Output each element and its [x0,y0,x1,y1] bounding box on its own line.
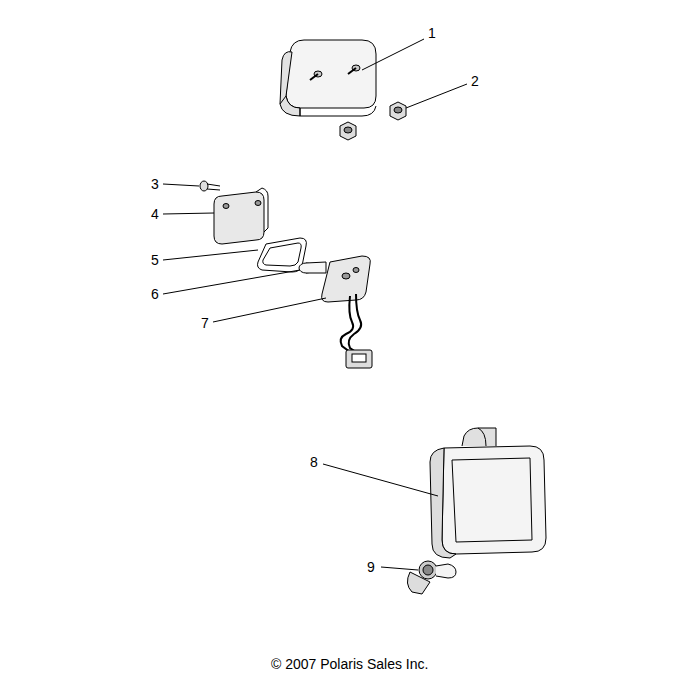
callout-number: 3 [150,176,160,192]
callout-number: 4 [150,206,160,222]
light-housing [214,188,268,244]
screw [200,181,220,191]
callout-number: 6 [150,286,160,302]
callout-number: 2 [470,73,480,89]
callout-number: 9 [366,559,376,575]
callout-number: 7 [200,315,210,331]
callout-number: 8 [309,454,319,470]
lamp-bulb [407,561,456,594]
work-lamp [430,428,546,558]
callout-number: 1 [427,25,437,41]
tail-light-lens [280,40,376,116]
leader-line [163,39,467,570]
copyright-note: © 2007 Polaris Sales Inc. [270,656,429,672]
nut [340,102,406,140]
callout-number: 5 [150,252,160,268]
bulb-socket-harness [299,256,372,368]
